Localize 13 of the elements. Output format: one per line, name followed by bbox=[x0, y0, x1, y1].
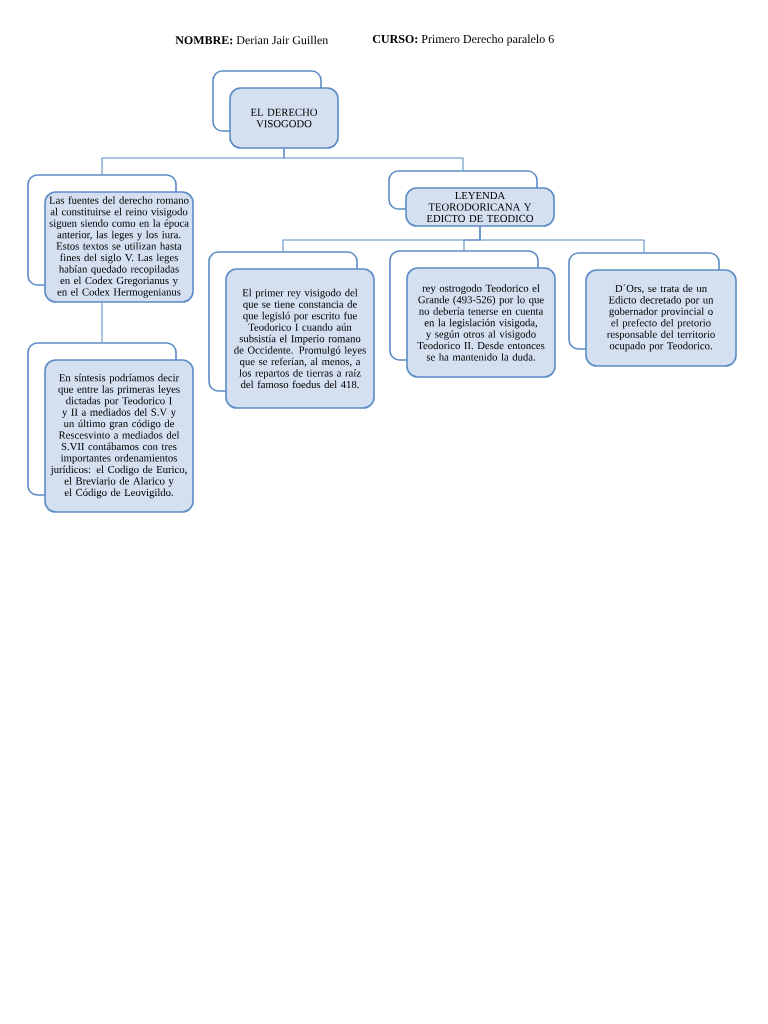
connector-line bbox=[101, 302, 103, 343]
concept-box: LEYENDA TEORODORICANA Y EDICTO DE TEODICO bbox=[388, 170, 555, 227]
concept-box: D´Ors, se trata de un Edicto decretado por un gobernador provincial o el prefecto del pretorio responsable del territorio ocupado por Teodorico. bbox=[568, 252, 737, 367]
connector-line bbox=[479, 226, 645, 253]
concept-box: rey ostrogodo Teodorico el Grande (493-526) por lo que no debería tenerse en cuenta en la legislación visigoda, y según otros al visigodo Teodorico II. Desde entonces se ha mantenido la duda. bbox=[389, 250, 556, 378]
concept-box: En síntesis podríamos decir que entre las primeras leyes dictadas por Teodorico I y II a mediados del S.V y un último gran código de Rescesvinto a mediados del S.VII contábamos con tres importantes ordenamientos jurídicos: el Codigo de Eurico, el Breviario de Alarico y el Código de Leovigildo. bbox=[27, 342, 194, 513]
concept-box: Las fuentes del derecho romano al constituirse el reino visigodo siguen siendo como en la época anterior, las leges y los iura. Estos textos se utilizan hasta fines del siglo V. Las leges habían quedado recopiladas en el Codex Gregorianus y en el Codex Hermogenianus bbox=[27, 174, 194, 303]
concept-box: El primer rey visigodo del que se tiene constancia de que legisló por escrito fue Teodorico I cuando aún subsistía el Imperio romano de Occidente. Promulgó leyes que se referían, al menos, a los repartos de tierras a raíz del famoso foedus del 418. bbox=[208, 251, 375, 409]
header-text: NOMBRE: Derian Jair Guillen bbox=[175, 35, 329, 45]
concept-box: EL DERECHO VISOGODO bbox=[212, 70, 339, 149]
node-label: en el Codex Hermogenianus bbox=[57, 288, 181, 298]
header-text: CURSO: Primero Derecho paralelo 6 bbox=[372, 34, 554, 46]
connector-line bbox=[283, 148, 464, 171]
